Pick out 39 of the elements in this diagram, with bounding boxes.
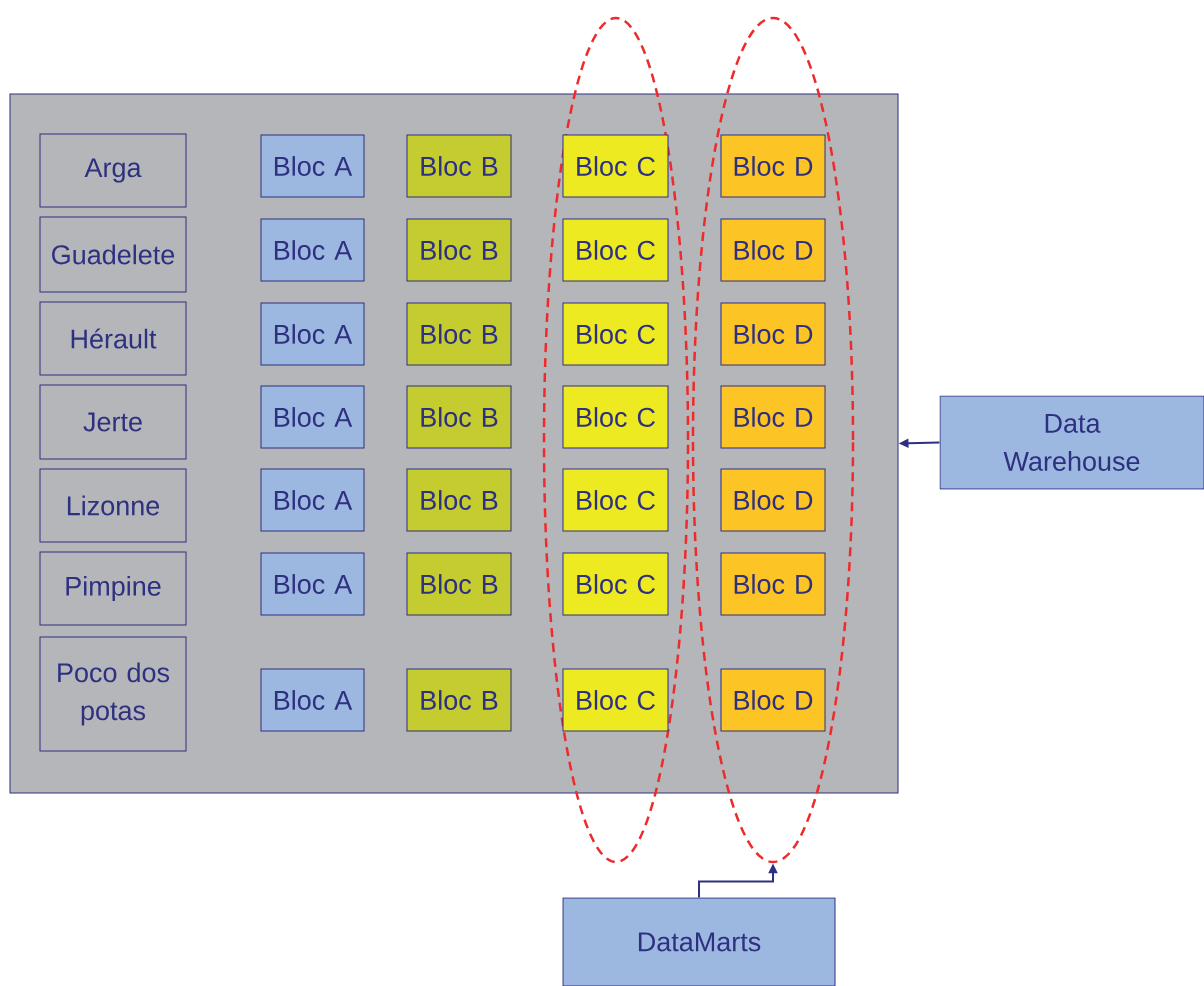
bloc-box: Bloc A xyxy=(260,385,365,449)
bloc-box: Bloc C xyxy=(562,552,669,616)
river-box: Guadelete xyxy=(39,216,187,293)
bloc-box: Bloc A xyxy=(260,668,365,732)
river-box: Arga xyxy=(39,133,187,208)
bloc-box: Bloc B xyxy=(406,218,512,282)
river-box: Jerte xyxy=(39,384,187,460)
dashed-ellipse xyxy=(691,16,855,864)
bloc-box: Bloc A xyxy=(260,552,365,616)
bloc-box: Bloc C xyxy=(562,134,669,198)
bloc-box: Bloc C xyxy=(562,218,669,282)
bloc-box: Bloc B xyxy=(406,302,512,366)
bloc-box: Bloc C xyxy=(562,302,669,366)
datamarts-box: DataMarts xyxy=(562,897,836,986)
river-box: Lizonne xyxy=(39,468,187,543)
bloc-box: Bloc D xyxy=(720,302,826,366)
bloc-box: Bloc D xyxy=(720,134,826,198)
bloc-box: Bloc D xyxy=(720,552,826,616)
data-warehouse-box: Data Warehouse xyxy=(939,395,1204,490)
river-box: Pimpine xyxy=(39,551,187,626)
bloc-box: Bloc D xyxy=(720,218,826,282)
bloc-box: Bloc B xyxy=(406,134,512,198)
bloc-box: Bloc B xyxy=(406,385,512,449)
bloc-box: Bloc B xyxy=(406,468,512,532)
bloc-box: Bloc D xyxy=(720,668,826,732)
river-box: Hérault xyxy=(39,301,187,376)
bloc-box: Bloc A xyxy=(260,468,365,532)
bloc-box: Bloc C xyxy=(562,668,669,732)
bloc-box: Bloc D xyxy=(720,468,826,532)
river-box: Poco dos potas xyxy=(39,636,187,752)
bloc-box: Bloc C xyxy=(562,468,669,532)
bloc-box: Bloc D xyxy=(720,385,826,449)
bloc-box: Bloc C xyxy=(562,385,669,449)
bloc-box: Bloc A xyxy=(260,134,365,198)
bloc-box: Bloc A xyxy=(260,302,365,366)
bloc-box: Bloc A xyxy=(260,218,365,282)
dashed-ellipse xyxy=(542,16,690,864)
bloc-box: Bloc B xyxy=(406,668,512,732)
bloc-box: Bloc B xyxy=(406,552,512,616)
